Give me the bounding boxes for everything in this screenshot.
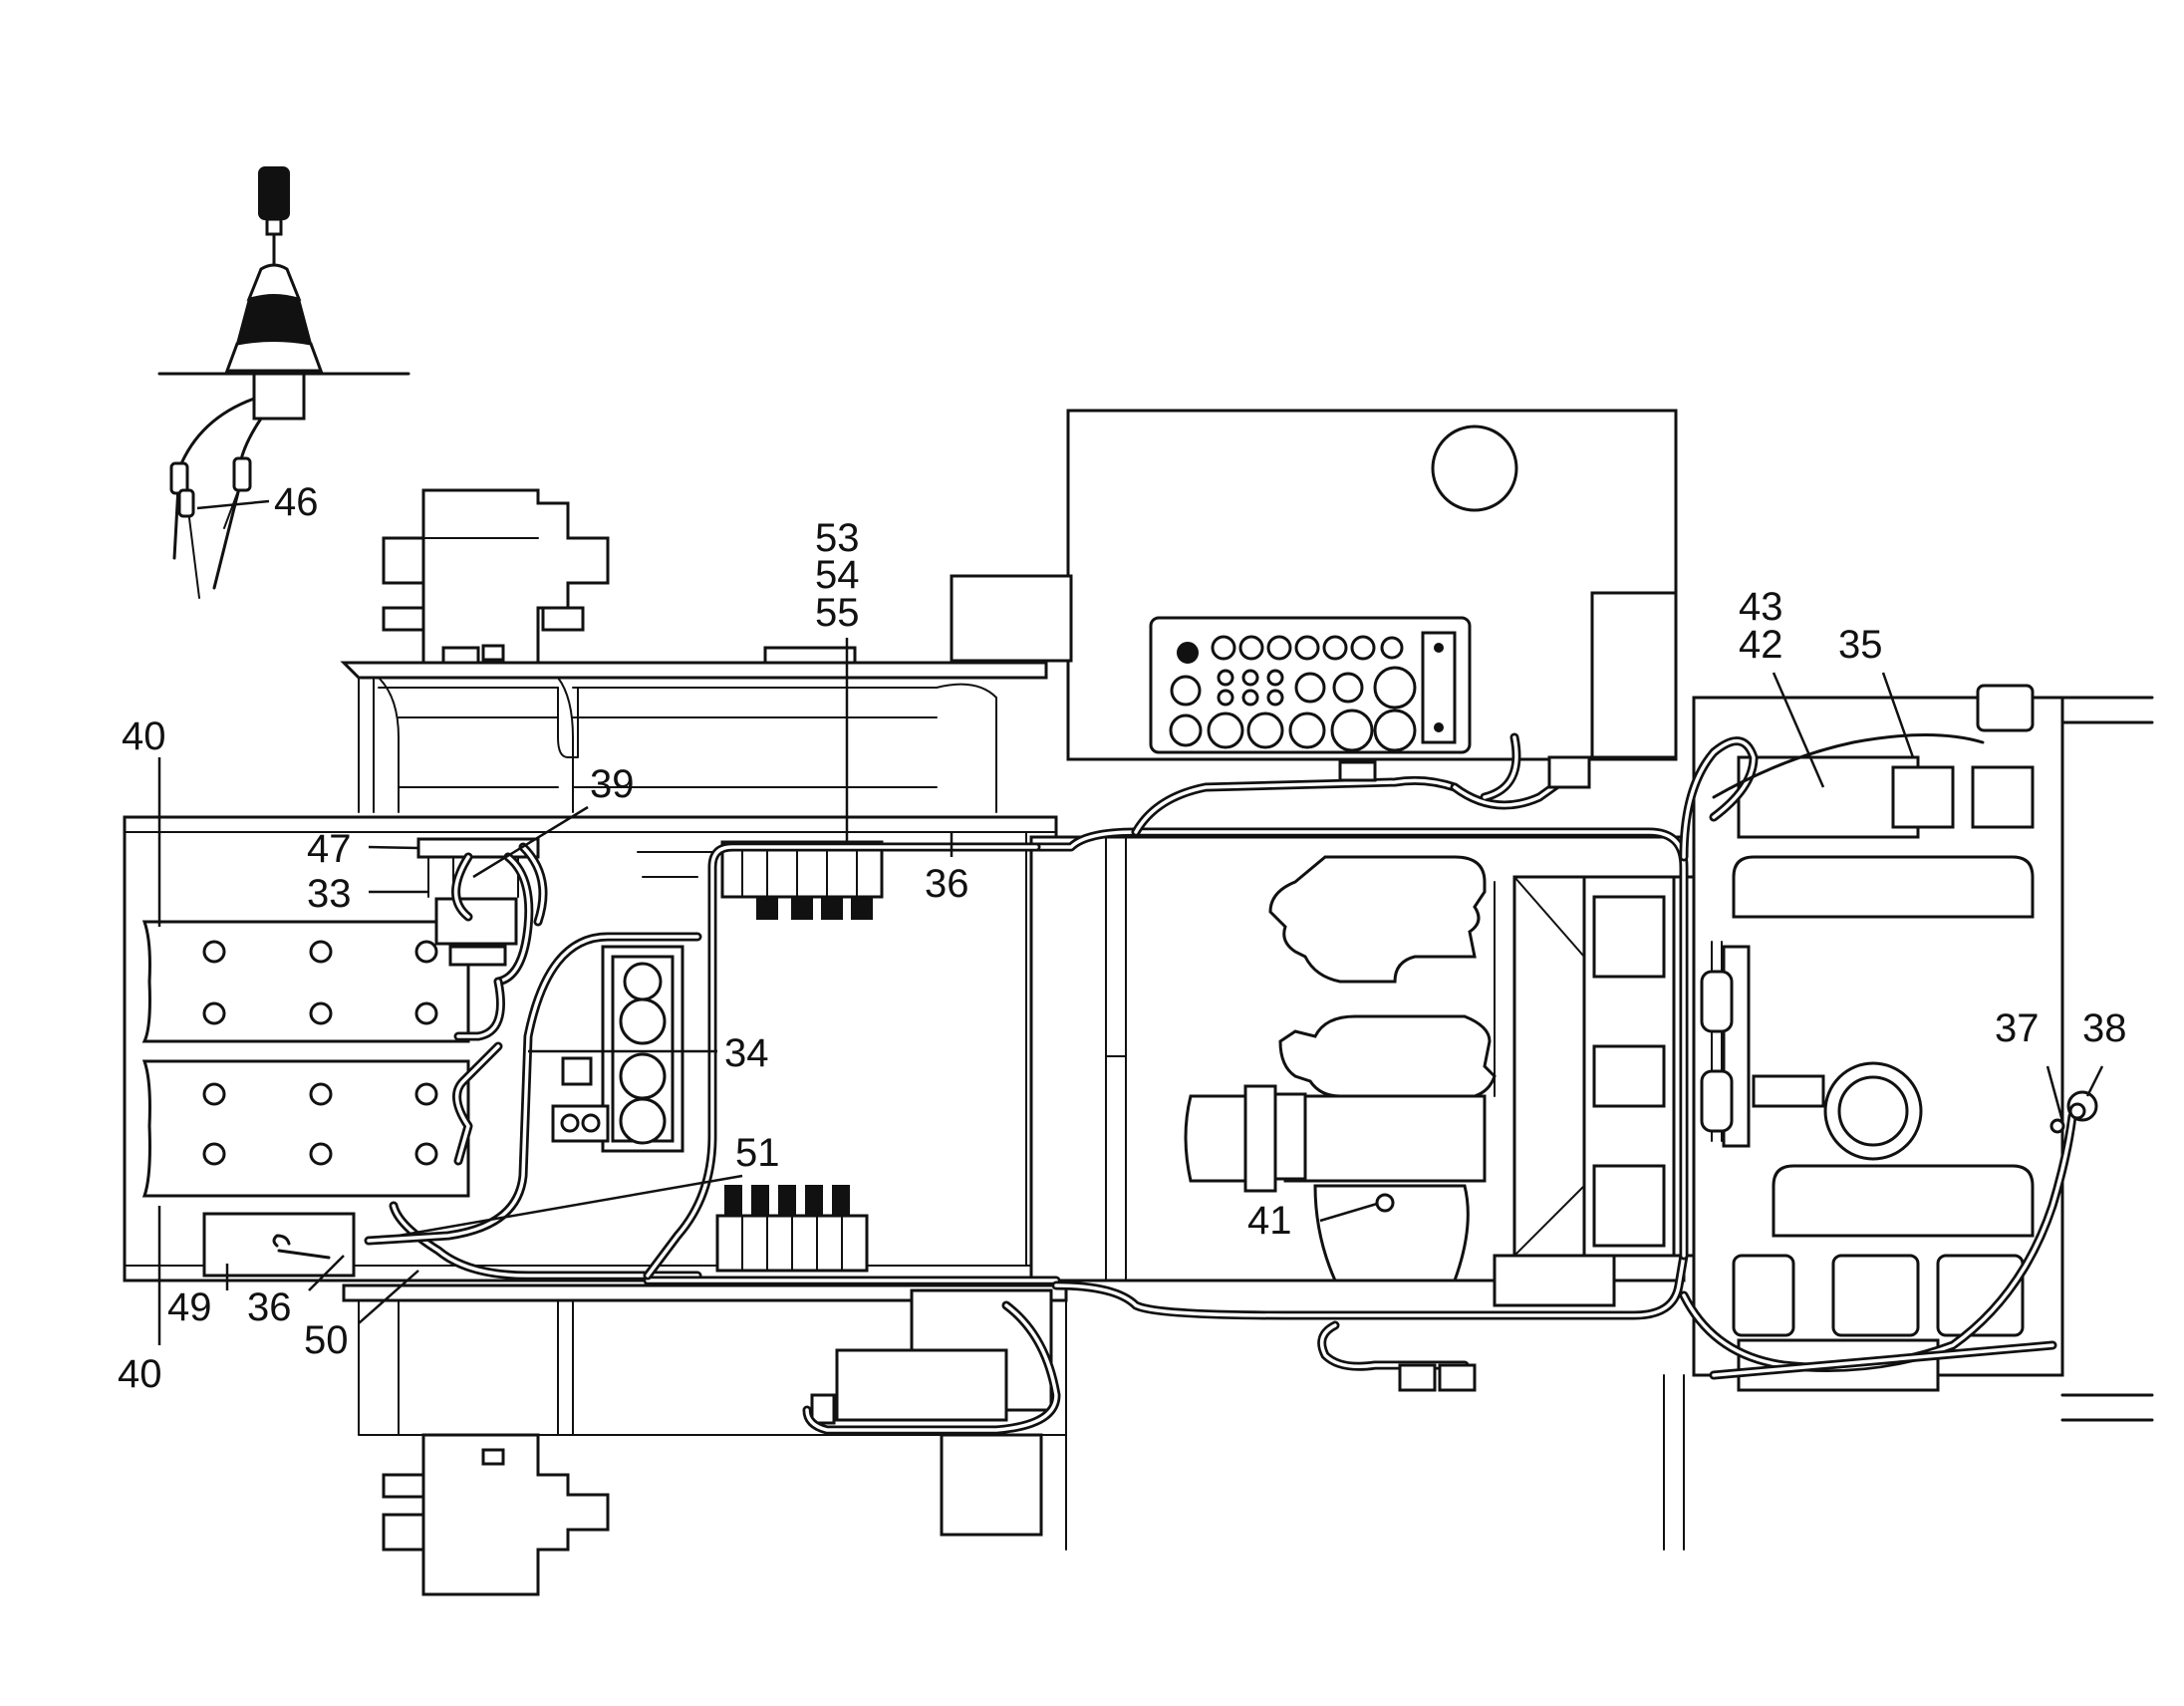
- callout-46: 46: [274, 480, 319, 524]
- fuse-block-34: [551, 945, 684, 1153]
- leader-42: [1772, 672, 1825, 788]
- relay-block: [416, 837, 540, 967]
- right-assembly: [1692, 684, 2154, 1422]
- joystick-boot-base: [224, 339, 324, 373]
- leader-50: [358, 1270, 419, 1324]
- callout-54: 54: [815, 553, 860, 597]
- callout-40-upper: 40: [122, 714, 166, 758]
- leader-46: [196, 499, 270, 510]
- callout-38: 38: [2082, 1006, 2127, 1050]
- callout-35: 35: [1838, 623, 1883, 667]
- leader-35: [1881, 672, 1915, 758]
- joystick-inset: [157, 166, 410, 599]
- callout-49: 49: [167, 1285, 212, 1329]
- callout-41: 41: [1247, 1199, 1292, 1243]
- callout-50: 50: [304, 1318, 349, 1362]
- callout-40-lower: 40: [118, 1352, 162, 1396]
- leader-38: [2085, 1065, 2104, 1097]
- leader-47: [368, 845, 419, 850]
- joystick-knob: [258, 166, 290, 220]
- callout-39: 39: [590, 762, 635, 806]
- joystick-connector-2: [232, 456, 252, 492]
- instrument-panel: [1149, 616, 1472, 754]
- callout-36-top: 36: [925, 862, 969, 906]
- joystick-connector-3: [177, 488, 195, 518]
- joystick-boot-top: [246, 263, 302, 301]
- cab-round-window: [1431, 425, 1518, 512]
- joystick-housing: [252, 372, 306, 421]
- callout-53: 53: [815, 516, 860, 560]
- lower-left-axle-mount: [342, 1283, 1685, 1596]
- callout-43: 43: [1739, 585, 1783, 629]
- leader-39: [472, 805, 589, 879]
- leader-51: [398, 1174, 743, 1238]
- callout-51: 51: [735, 1131, 780, 1175]
- leader-lines: [157, 638, 2104, 1345]
- callout-55: 55: [815, 591, 860, 635]
- callout-34: 34: [724, 1031, 769, 1075]
- callout-47: 47: [307, 827, 352, 871]
- relay-bank-51: [715, 1185, 869, 1273]
- battery-upper: [141, 920, 470, 1043]
- box-49: [202, 1212, 356, 1278]
- battery-lower: [141, 1059, 470, 1198]
- engine-block: [1184, 855, 1706, 1307]
- joystick-collar: [265, 217, 283, 236]
- left-frame: [123, 815, 1058, 1282]
- callout-36-bottom: 36: [247, 1285, 292, 1329]
- callout-33: 33: [307, 872, 352, 916]
- joystick-boot-mid: [235, 294, 313, 346]
- leader-36b: [308, 1255, 345, 1291]
- callout-37: 37: [1995, 1006, 2040, 1050]
- leader-41: [1319, 1202, 1378, 1223]
- wiring-harness: [272, 732, 2098, 1435]
- upper-left-beam: [340, 646, 1048, 813]
- upper-left-axle-mount: [382, 488, 610, 665]
- callout-labels: 46 53 54 55 43 42 35 40 39 47 33 36 34 5…: [118, 480, 2127, 1396]
- callout-42: 42: [1739, 623, 1783, 667]
- leader-37: [2046, 1065, 2064, 1122]
